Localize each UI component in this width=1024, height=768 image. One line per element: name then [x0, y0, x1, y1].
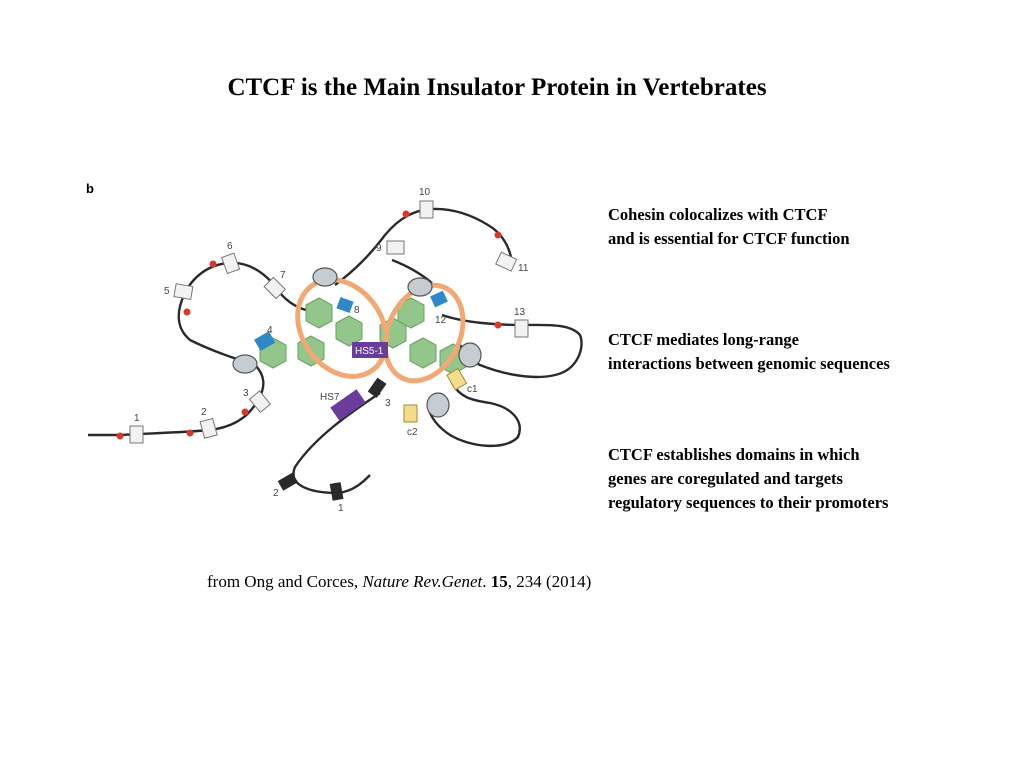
site-label-1: 1	[134, 413, 140, 424]
site-label-6: 6	[227, 241, 233, 252]
dark-sites	[277, 377, 387, 501]
region-label-1: 1	[338, 503, 344, 514]
site-label-9: 9	[376, 243, 382, 254]
point-line: genes are coregulated and targets	[608, 469, 843, 488]
site-label-3: 3	[243, 388, 249, 399]
protocadherin-loop-diagram: b	[86, 181, 583, 514]
site-label-10: 10	[419, 187, 431, 198]
point-line: and is essential for CTCF function	[608, 229, 850, 248]
site-label-13: 13	[514, 307, 526, 318]
hs7-label: HS7	[320, 392, 340, 403]
citation: from Ong and Corces, Nature Rev.Genet. 1…	[207, 572, 591, 592]
slide-title: CTCF is the Main Insulator Protein in Ve…	[227, 74, 767, 101]
region-label-3: 3	[385, 398, 391, 409]
hs5-1-enhancer	[352, 342, 388, 358]
site-label-8: 8	[354, 305, 360, 316]
ctcf-binding-dots	[116, 210, 502, 440]
point-domains: CTCF establishes domains in which genes …	[608, 443, 888, 515]
point-line: Cohesin colocalizes with CTCF	[608, 205, 828, 224]
region-label-c2: c2	[407, 427, 418, 438]
point-line: CTCF mediates long-range	[608, 330, 799, 349]
hs5-1-label: HS5-1	[355, 346, 384, 357]
ctcf-sites	[129, 200, 529, 444]
site-label-4: 4	[267, 325, 273, 336]
citation-prefix: from Ong and Corces,	[207, 572, 359, 591]
point-line: regulatory sequences to their promoters	[608, 493, 889, 512]
citation-rest: , 234 (2014)	[507, 572, 592, 591]
point-cohesin: Cohesin colocalizes with CTCF and is ess…	[608, 203, 850, 251]
cohesin-rings	[295, 277, 466, 384]
citation-journal: Nature Rev.Genet	[362, 572, 483, 591]
site-label-11: 11	[518, 263, 529, 274]
region-label-2: 2	[273, 488, 279, 499]
point-line: interactions between genomic sequences	[608, 354, 890, 373]
site-label-7: 7	[280, 270, 286, 281]
nucleosome-cylinders	[232, 267, 482, 418]
citation-separator: .	[482, 572, 487, 591]
point-line: CTCF establishes domains in which	[608, 445, 860, 464]
yellow-sites	[403, 367, 468, 423]
nucleosome-hub	[259, 297, 467, 375]
point-long-range: CTCF mediates long-range interactions be…	[608, 328, 890, 376]
site-label-12: 12	[435, 315, 447, 326]
chromatin-fiber	[88, 207, 583, 495]
panel-label: b	[86, 181, 94, 196]
site-label-5: 5	[164, 286, 170, 297]
ctcf-proteins	[254, 290, 448, 352]
region-label-c1: c1	[467, 384, 478, 395]
site-label-2: 2	[201, 407, 207, 418]
hs7-enhancer	[330, 389, 366, 421]
citation-volume: 15	[490, 572, 508, 591]
